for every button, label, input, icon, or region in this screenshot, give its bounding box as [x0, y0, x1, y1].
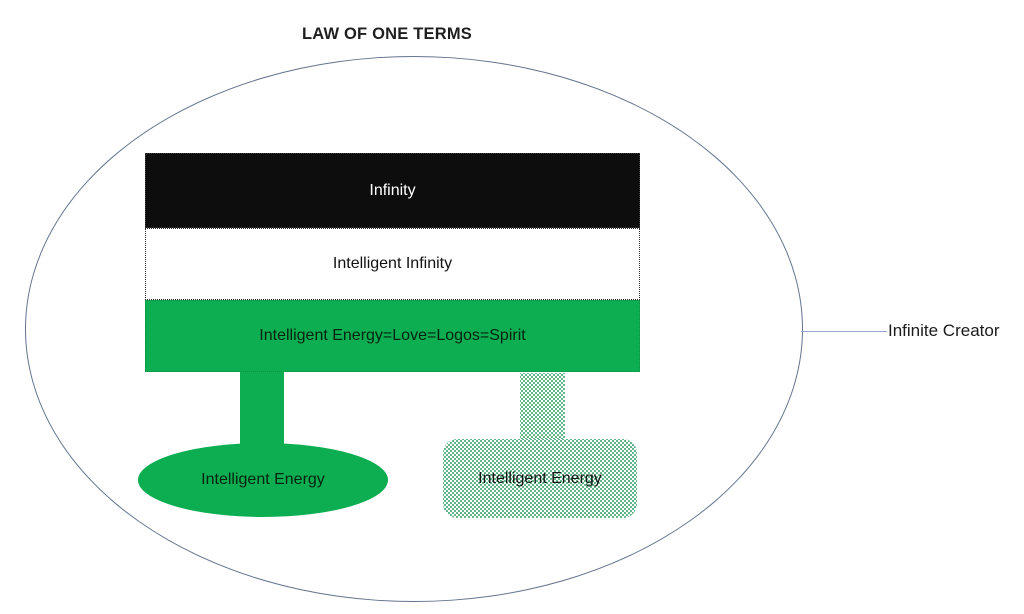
dotted-green-stem — [520, 373, 565, 443]
intelligent-energy-solid-label: Intelligent Energy — [201, 471, 325, 488]
layer-intelligent-energy: Intelligent Energy=Love=Logos=Spirit — [145, 300, 640, 372]
page-title: LAW OF ONE TERMS — [301, 25, 473, 43]
infinite-creator-label: Infinite Creator — [888, 321, 1000, 340]
solid-green-stem — [240, 372, 284, 448]
creator-connector-line — [801, 331, 887, 332]
layer-intelligent-infinity: Intelligent Infinity — [145, 228, 640, 300]
layer-infinity: Infinity — [145, 153, 640, 228]
layer-intelligent-infinity-label: Intelligent Infinity — [332, 255, 453, 272]
layer-infinity-label: Infinity — [369, 181, 416, 199]
intelligent-energy-dotted-box: Intelligent Energy — [443, 439, 637, 518]
intelligent-energy-solid-ellipse: Intelligent Energy — [138, 443, 388, 517]
layer-intelligent-energy-label: Intelligent Energy=Love=Logos=Spirit — [259, 327, 526, 344]
infinite-creator-ellipse — [25, 56, 803, 602]
intelligent-energy-dotted-label: Intelligent Energy — [478, 469, 602, 487]
